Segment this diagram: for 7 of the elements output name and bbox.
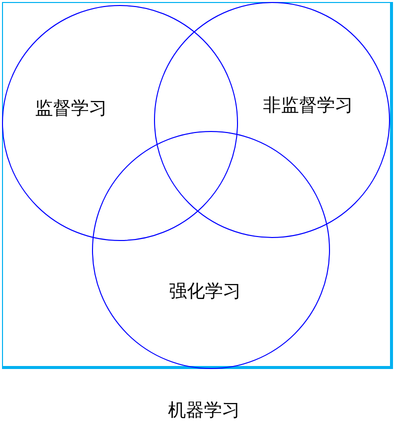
venn-circle <box>92 131 330 369</box>
venn-circle <box>154 2 390 238</box>
circle-label: 监督学习 <box>35 97 107 120</box>
circle-label: 强化学习 <box>169 280 241 303</box>
venn-circle <box>2 5 238 241</box>
circle-label: 非监督学习 <box>263 94 353 117</box>
caption-text: 机器学习 <box>168 399 240 422</box>
